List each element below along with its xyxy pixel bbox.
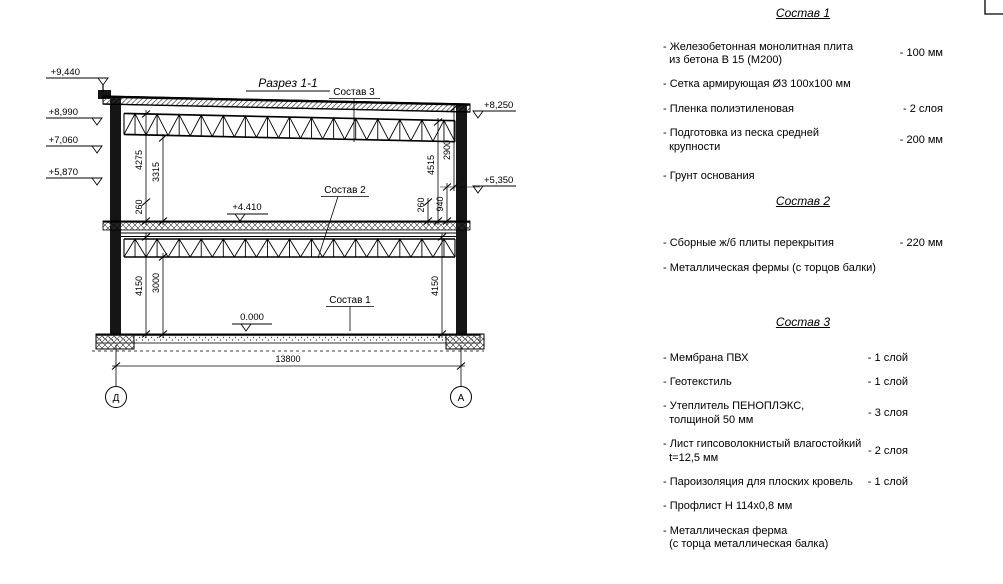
upper-truss: [123, 112, 456, 143]
legend-item-value: - 220 мм: [899, 237, 943, 250]
legend-item-text: - Железобетонная монолитная плита из бет…: [663, 40, 854, 67]
left-parapet: [98, 90, 111, 99]
drawing-title: Разрез 1-1: [258, 76, 317, 90]
level-4410: +4.410: [232, 202, 261, 213]
dim-2900: 2900: [442, 140, 452, 160]
legend-item-value: - 1 слой: [867, 475, 908, 488]
legend-item-value: - 1 слой: [867, 375, 908, 388]
lower-truss-web: [123, 238, 456, 258]
elevation-9440: +9,440: [51, 67, 80, 78]
section-sostav-3: Состав 3 - Мембрана ПВХ - 1 слой - Геоте…: [663, 315, 908, 552]
roof-assembly: [102, 95, 471, 143]
legend-row: - Металлическая фермы (с торцов балки): [663, 262, 943, 275]
dimension-texts: 4275 260 3315 4150 3000 260 4515 2900 94…: [134, 140, 452, 364]
dimension-ticks: [111, 103, 466, 371]
elevation-8990: +8,990: [49, 107, 78, 118]
legend-row: - Сборные ж/б плиты перекрытия - 220 мм: [663, 237, 943, 250]
legend-item-text: - Сборные ж/б плиты перекрытия: [663, 237, 834, 250]
legend-item-value: - 2 слоя: [902, 102, 943, 115]
dimension-lines: [112, 104, 480, 387]
composition-legend: Состав 1 - Железобетонная монолитная пли…: [663, 0, 975, 563]
section-sostav-1: Состав 1 - Железобетонная монолитная пли…: [663, 6, 943, 183]
lower-truss: [123, 238, 456, 258]
dim-260-left: 260: [134, 199, 144, 214]
dim-13800: 13800: [275, 354, 300, 364]
right-wall: [456, 104, 467, 334]
legend-item-text: - Пленка полиэтиленовая: [663, 102, 794, 115]
axis-label-right: А: [458, 393, 465, 404]
sostav-2-heading: Состав 2: [775, 194, 831, 209]
legend-item-text: - Грунт основания: [663, 170, 755, 183]
legend-row: - Металлическая ферма (с торца металличе…: [663, 525, 908, 552]
legend-item-text: - Мембрана ПВХ: [663, 351, 749, 364]
legend-row: - Грунт основания: [663, 170, 943, 183]
legend-item-value: - 3 слоя: [867, 407, 908, 420]
callouts: Состав 3 Состав 2 Состав 1: [317, 87, 380, 331]
left-wall: [110, 96, 121, 334]
right-elevation-flags: [472, 110, 516, 194]
legend-row: - Геотекстиль - 1 слой: [663, 376, 908, 389]
section-sostav-2: Состав 2 - Сборные ж/б плиты перекрытия …: [663, 194, 943, 274]
axis-bubble-left: [105, 386, 127, 408]
dim-4150-left: 4150: [134, 276, 144, 296]
left-elevation-flags: [46, 77, 109, 186]
ground-floor: [92, 333, 485, 352]
legend-item-text: - Лист гипсоволокнистый влагостойкий t=1…: [663, 438, 862, 464]
elevation-5870: +5,870: [49, 167, 78, 178]
legend-row: - Пленка полиэтиленовая - 2 слоя: [663, 103, 943, 116]
dim-3000: 3000: [151, 273, 161, 293]
grid-axes: Д А: [105, 386, 472, 408]
internal-levels: [227, 213, 272, 332]
dim-260-right: 260: [416, 197, 426, 212]
legend-row: - Железобетонная монолитная плита из бет…: [663, 41, 943, 68]
elevation-7060: +7,060: [49, 135, 78, 146]
legend-item-text: - Геотекстиль: [663, 375, 732, 388]
right-foundation: [445, 333, 485, 350]
legend-item-text: - Металлическая фермы (с торцов балки): [663, 261, 876, 274]
legend-row: - Профлист Н 114х0,8 мм: [663, 500, 908, 513]
legend-item-value: - 2 слоя: [867, 444, 908, 457]
dim-4515: 4515: [426, 155, 436, 175]
sostav-3-heading: Состав 3: [775, 314, 831, 329]
axis-bubble-right: [450, 386, 472, 408]
legend-item-text: - Сетка армирующая Ø3 100х100 мм: [663, 78, 851, 91]
legend-item-value: - 1 слой: [867, 351, 908, 364]
dim-3315: 3315: [151, 162, 161, 182]
legend-row: - Мембрана ПВХ - 1 слой: [663, 352, 908, 365]
left-foundation: [95, 333, 135, 350]
callout-2-leader: [317, 196, 339, 259]
sostav-1-heading: Состав 1: [775, 6, 831, 20]
legend-item-text: - Подготовка из песка средней крупности: [663, 127, 819, 153]
legend-item-text: - Металлическая ферма (с торца металличе…: [663, 524, 829, 551]
roof-top-line: [103, 95, 470, 106]
legend-item-value: - 200 мм: [899, 133, 943, 146]
elevation-5350: +5,350: [484, 175, 513, 186]
legend-item-text: - Пароизоляция для плоских кровель: [663, 475, 853, 488]
legend-row: - Утеплитель ПЕНОПЛЭКС, толщиной 50 мм -…: [663, 400, 908, 427]
elevation-8250: +8,250: [484, 100, 513, 111]
dim-940: 940: [435, 196, 445, 211]
dim-4150-right: 4150: [430, 276, 440, 296]
sheet-frame-corner: [984, 0, 1003, 15]
callout-sostav-1: Состав 1: [329, 295, 371, 306]
upper-truss-web: [123, 112, 456, 142]
roof-bottom-line: [103, 103, 470, 113]
walls: [98, 85, 467, 334]
legend-item-value: - 100 мм: [899, 47, 943, 60]
callout-sostav-3: Состав 3: [333, 87, 375, 98]
legend-row: - Пароизоляция для плоских кровель - 1 с…: [663, 476, 908, 489]
legend-item-text: - Утеплитель ПЕНОПЛЭКС, толщиной 50 мм: [663, 400, 805, 426]
legend-item-text: - Профлист Н 114х0,8 мм: [663, 500, 793, 513]
dim-4275: 4275: [134, 150, 144, 170]
axis-label-left: Д: [113, 393, 120, 404]
callout-sostav-2: Состав 2: [324, 185, 366, 196]
level-0000: 0.000: [240, 312, 264, 323]
legend-row: - Сетка армирующая Ø3 100х100 мм: [663, 78, 943, 91]
legend-row: - Лист гипсоволокнистый влагостойкий t=1…: [663, 438, 908, 465]
mid-floor: [102, 220, 471, 258]
legend-row: - Подготовка из песка средней крупности …: [663, 127, 943, 154]
